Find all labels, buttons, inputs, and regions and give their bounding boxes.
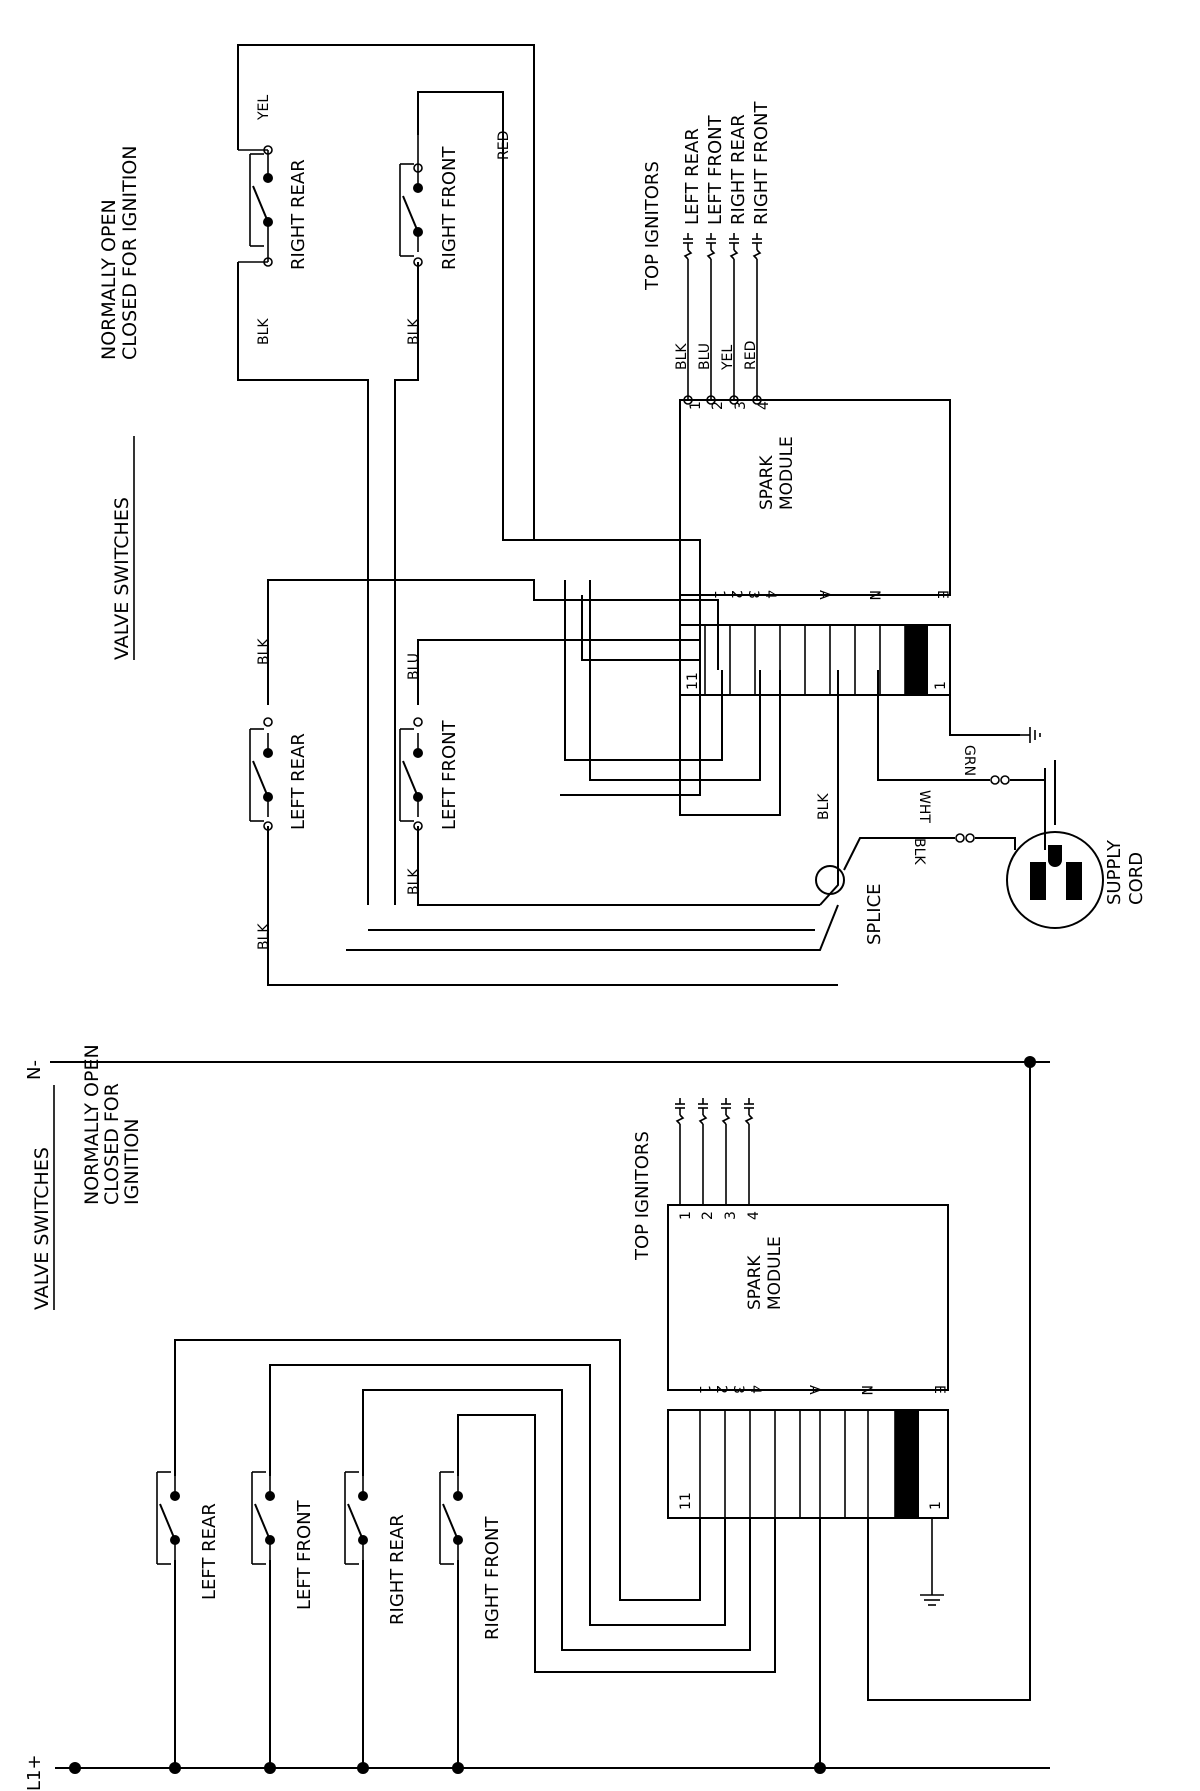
top-supply-cord-line2: CORD xyxy=(1126,852,1147,905)
top-ign-wire-3: YEL xyxy=(720,345,736,371)
bottom-term-n: N xyxy=(858,1385,874,1395)
bottom-ignitor-leads xyxy=(674,1097,755,1205)
top-wire-red: RED xyxy=(496,131,512,160)
top-switch-right-front xyxy=(399,163,424,257)
top-ignitors-title: TOP IGNITORS xyxy=(642,161,663,291)
top-switch-right-front-label: RIGHT FRONT xyxy=(439,145,460,270)
top-switch-left-front-label: LEFT FRONT xyxy=(439,719,460,830)
bottom-spark-module-line1: SPARK xyxy=(745,1255,765,1310)
top-switch-left-front xyxy=(399,728,424,822)
top-switch-right-rear xyxy=(249,153,274,247)
top-pin-4: 4 xyxy=(756,401,772,410)
top-ign-wire-2: BLU xyxy=(697,343,713,370)
top-normally-open-line2: CLOSED FOR IGNITION xyxy=(119,145,141,360)
top-conn-1: 1 xyxy=(933,681,949,690)
top-term-1: 1 xyxy=(711,590,727,599)
top-ign-wire-4: RED xyxy=(743,341,759,370)
top-valve-switches-title: VALVE SWITCHES xyxy=(111,497,133,660)
bottom-term-a: A xyxy=(806,1385,822,1395)
top-term-4: 4 xyxy=(762,590,778,599)
top-wire-yel: YEL xyxy=(256,95,272,121)
supply-plug-icon xyxy=(1006,760,1104,929)
top-wire-blu: BLU xyxy=(406,653,422,680)
top-ign-wire-1: BLK xyxy=(674,343,690,370)
top-switch-right-rear-label: RIGHT REAR xyxy=(288,159,309,270)
top-ignitor-leads xyxy=(682,232,763,405)
top-wire-wht: WHT xyxy=(916,790,932,823)
bottom-term-2: 2 xyxy=(713,1385,729,1394)
bottom-term-e: E xyxy=(931,1385,947,1394)
top-ground-icon xyxy=(1020,727,1041,743)
bottom-pin-3: 3 xyxy=(723,1211,739,1220)
top-pin-3: 3 xyxy=(733,401,749,410)
top-wire-blk-2: BLK xyxy=(406,318,422,345)
bottom-conn-1: 1 xyxy=(928,1501,944,1510)
bottom-switch-right-rear-label: RIGHT REAR xyxy=(387,1514,408,1625)
bottom-switch-left-rear-label: LEFT REAR xyxy=(199,1503,220,1600)
top-ignitor-left-rear: LEFT REAR xyxy=(682,128,703,225)
top-switch-left-rear xyxy=(249,728,274,822)
top-term-n: N xyxy=(866,590,882,600)
top-ignitor-right-front: RIGHT FRONT xyxy=(751,100,772,225)
top-spark-module-line1: SPARK xyxy=(757,455,777,510)
top-supply-cord-line1: SUPPLY xyxy=(1104,839,1125,905)
bottom-switch-left-front xyxy=(251,1471,276,1565)
top-spark-module: SPARK MODULE 1 2 3 4 1 2 3 4 A N E xyxy=(679,399,951,600)
top-diagram: VALVE SWITCHES NORMALLY OPEN CLOSED FOR … xyxy=(98,44,1147,986)
bottom-switch-right-front xyxy=(439,1471,464,1565)
top-term-e: E xyxy=(934,590,950,599)
bottom-normally-open-line3: IGNITION xyxy=(121,1118,143,1205)
top-wire-grn: GRN xyxy=(961,745,977,776)
bottom-normally-open-line2: CLOSED FOR xyxy=(101,1083,123,1205)
top-wire-blk-6: BLK xyxy=(816,793,832,820)
top-terminal-strip: 11 1 xyxy=(679,624,951,696)
top-term-2: 2 xyxy=(728,590,744,599)
top-wire-blk-7: BLK xyxy=(911,838,927,865)
bottom-term-3: 3 xyxy=(730,1385,746,1394)
top-wire-blk-1: BLK xyxy=(256,318,272,345)
top-normally-open-line1: NORMALLY OPEN xyxy=(98,199,120,360)
top-spark-module-line2: MODULE xyxy=(777,436,797,510)
bottom-normally-open-line1: NORMALLY OPEN xyxy=(81,1044,103,1205)
top-term-a: A xyxy=(816,590,832,600)
top-term-3: 3 xyxy=(745,590,761,599)
top-conn-11: 11 xyxy=(685,672,701,690)
top-splice xyxy=(815,865,845,895)
bottom-term-4: 4 xyxy=(747,1385,763,1394)
bottom-switch-left-front-label: LEFT FRONT xyxy=(294,1499,315,1610)
top-switch-left-rear-label: LEFT REAR xyxy=(288,733,309,830)
l1-plus-label: L1+ xyxy=(24,1754,45,1791)
top-ignitor-right-rear: RIGHT REAR xyxy=(728,114,749,225)
bottom-conn-11: 11 xyxy=(678,1492,694,1510)
bottom-pin-4: 4 xyxy=(746,1211,762,1220)
top-pin-2: 2 xyxy=(710,401,726,410)
bottom-ignitors-title: TOP IGNITORS xyxy=(632,1131,653,1261)
top-wire-blk-4: BLK xyxy=(256,923,272,950)
bottom-term-1: 1 xyxy=(696,1385,712,1394)
bottom-switch-left-rear xyxy=(156,1471,181,1565)
bottom-spark-module: SPARK MODULE 1 2 3 4 1 2 3 4 A N E xyxy=(667,1204,949,1395)
n-minus-label: N- xyxy=(24,1060,45,1080)
bottom-switch-right-rear xyxy=(344,1471,369,1565)
top-wire-right-rear-loop xyxy=(237,44,701,661)
bottom-spark-module-line2: MODULE xyxy=(765,1236,785,1310)
top-wire-blk-5: BLK xyxy=(406,868,422,895)
bottom-valve-switches-title: VALVE SWITCHES xyxy=(31,1147,53,1310)
top-splice-label: SPLICE xyxy=(864,883,885,945)
top-pin-1: 1 xyxy=(688,401,704,410)
bottom-terminal-strip: 11 1 xyxy=(667,1409,949,1519)
bottom-pin-2: 2 xyxy=(700,1211,716,1220)
top-ignitor-left-front: LEFT FRONT xyxy=(705,114,726,225)
bottom-diagram: N- L1+ VALVE SWITCHES NORMALLY OPEN CLOS… xyxy=(24,1044,1050,1791)
bottom-ground-icon xyxy=(920,1518,944,1606)
top-wire-blk-3: BLK xyxy=(256,638,272,665)
bottom-switch-right-front-label: RIGHT FRONT xyxy=(482,1515,503,1640)
bottom-pin-1: 1 xyxy=(678,1211,694,1220)
